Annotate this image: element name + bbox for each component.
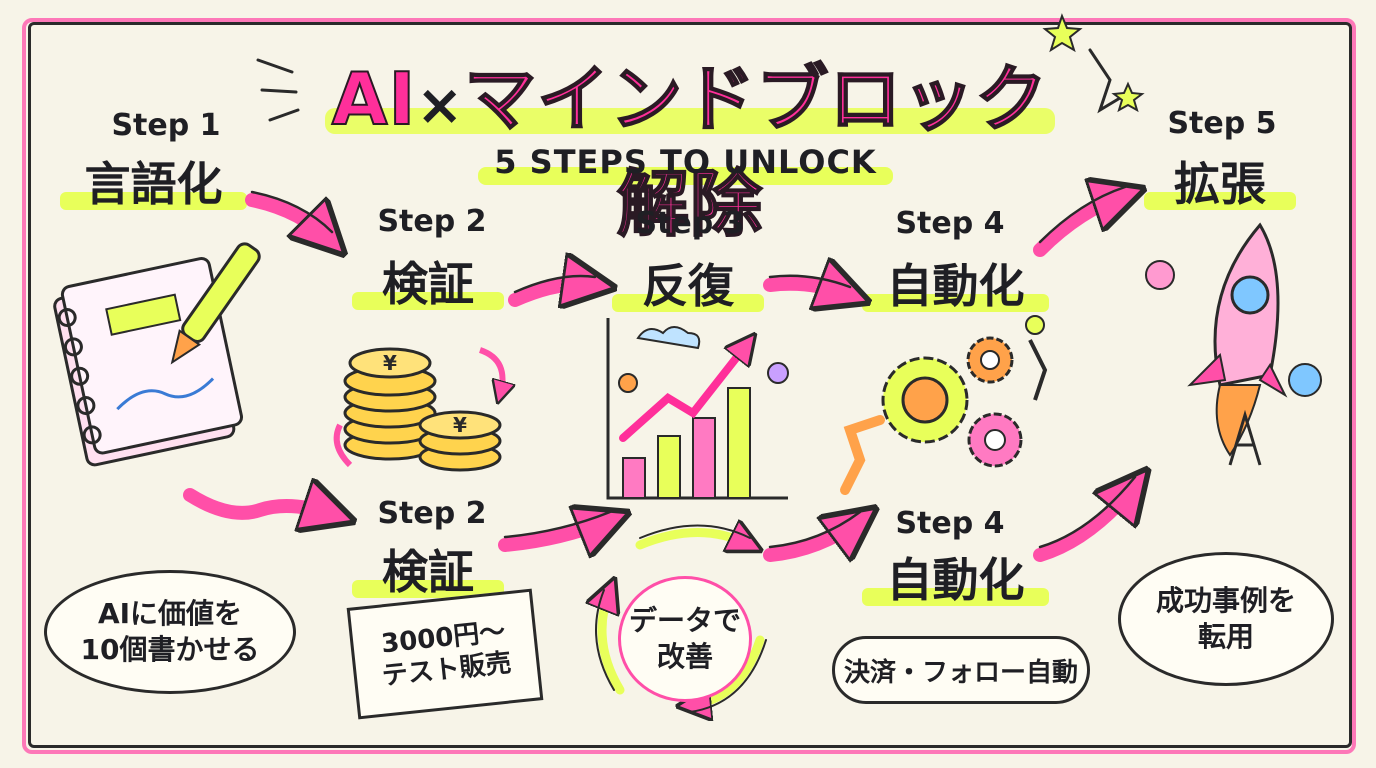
step5-label: Step 5	[1167, 106, 1277, 141]
lower-step4-label: Step 4	[895, 506, 1005, 541]
yen-symbol: ¥	[453, 413, 467, 437]
arrow-wave-lower	[183, 495, 335, 515]
step4-label: Step 4	[895, 206, 1005, 241]
step3-name: 反復	[612, 250, 764, 316]
yen-symbol: ¥	[383, 351, 397, 375]
arrow-step2-step3	[508, 284, 595, 300]
outer-frame	[28, 22, 1352, 748]
step5-speech-bubble: 成功事例を 転用	[1118, 552, 1334, 686]
data-improve-circle: データで 改善	[618, 576, 752, 702]
lower-step4-name: 自動化	[862, 544, 1049, 610]
automation-pill: 決済・フォロー自動	[832, 636, 1090, 704]
growth-chart-icon	[606, 318, 789, 500]
coin-stack-icon: ¥ ¥	[333, 347, 530, 472]
arrow-step3-step4	[763, 284, 850, 295]
rocket-icon	[1145, 222, 1322, 466]
step1-name: 言語化	[60, 148, 247, 214]
arrow-lower-step4-step5	[1033, 485, 1135, 562]
title-ai: AI	[331, 56, 417, 142]
step5-bubble-line1: 成功事例を	[1155, 583, 1296, 617]
notebook-pen-icon	[53, 242, 261, 467]
circle-line2: 改善	[656, 640, 713, 673]
step4-name: 自動化	[862, 250, 1049, 316]
subtitle-text: 5 STEPS TO UNLOCK	[494, 143, 877, 181]
step1-bubble-line2: 10個書かせる	[80, 633, 260, 666]
title-rest: マインドブロック解除	[463, 56, 1049, 247]
step5-name: 拡張	[1144, 148, 1296, 214]
arrow-lower-step3-step4	[763, 520, 860, 555]
page-title: AI×マインドブロック解除	[305, 40, 1075, 247]
arrow-lower-step2-step3	[498, 520, 610, 545]
price-tag: 3000円～ テスト販売	[346, 588, 544, 720]
lower-step2-name: 検証	[352, 536, 504, 602]
step5-bubble-line2: 転用	[1197, 620, 1254, 653]
arrow-step4-step5	[1033, 195, 1125, 257]
arrow-step1-step2	[245, 193, 330, 240]
title-times: ×	[416, 73, 465, 138]
lower-step2-label: Step 2	[377, 496, 487, 531]
step1-bubble-line1: AIに価値を	[97, 596, 243, 630]
step1-speech-bubble: AIに価値を 10個書かせる	[44, 570, 296, 694]
subtitle: 5 STEPS TO UNLOCK	[478, 143, 893, 187]
circle-line1: データで	[628, 603, 741, 637]
step1-label: Step 1	[111, 108, 221, 143]
step2-name: 検証	[352, 248, 504, 314]
gears-robot-icon	[840, 315, 1048, 495]
step2-label: Step 2	[377, 204, 487, 239]
step3-label: Step 3	[635, 206, 745, 241]
outer-pink-frame	[22, 18, 1356, 754]
